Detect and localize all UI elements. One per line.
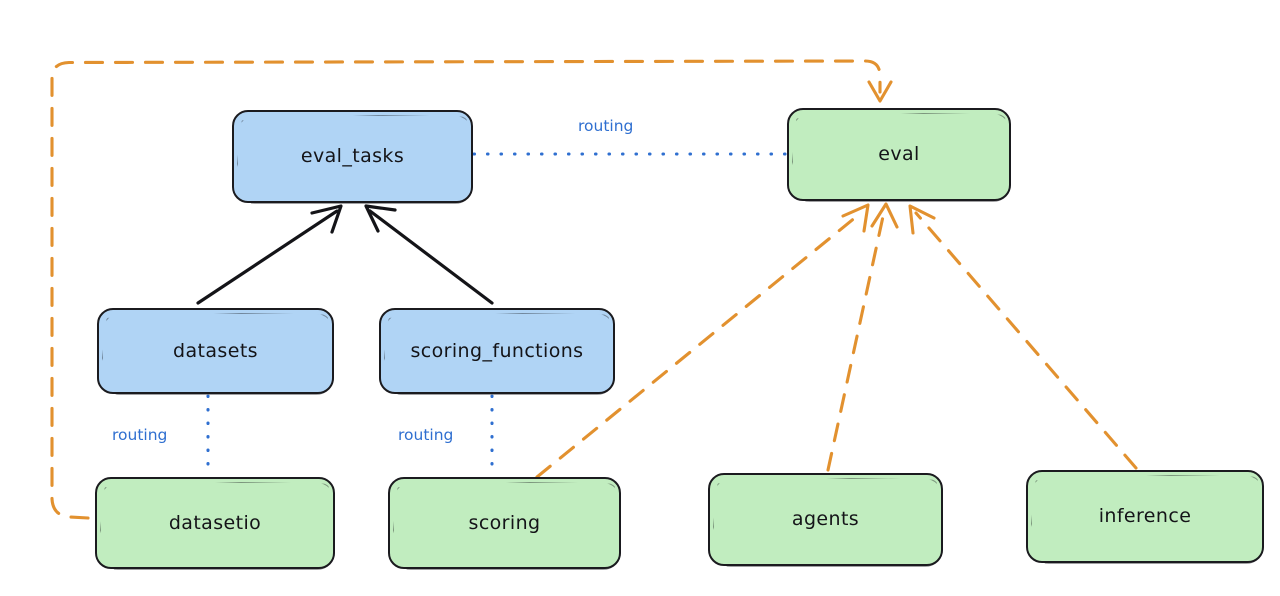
edge-datasets-to-eval_tasks <box>196 204 343 305</box>
node-label: scoring <box>468 511 541 534</box>
node-inference[interactable]: inference <box>1026 470 1264 563</box>
arrowhead <box>364 204 397 233</box>
node-agents[interactable]: agents <box>708 473 943 566</box>
edge-path <box>368 209 494 305</box>
node-scoring[interactable]: scoring <box>388 477 621 569</box>
node-label: eval <box>878 143 920 166</box>
node-label: eval_tasks <box>300 145 405 168</box>
node-label: datasets <box>173 339 258 362</box>
node-datasets[interactable]: datasets <box>97 308 334 394</box>
edge-path <box>826 210 886 472</box>
node-label: scoring_functions <box>410 339 584 362</box>
edge-agents-to-eval <box>826 202 899 472</box>
edge-path <box>914 211 1138 470</box>
arrowhead <box>867 80 893 103</box>
node-scoring-functions[interactable]: scoring_functions <box>379 308 615 394</box>
arrowhead <box>908 204 936 235</box>
arrowhead <box>870 202 899 229</box>
arrowhead <box>841 203 870 233</box>
node-eval[interactable]: eval <box>787 108 1011 201</box>
node-label: datasetio <box>168 511 262 534</box>
node-label: agents <box>791 508 860 531</box>
edge-scoring_functions-to-eval_tasks <box>364 204 494 305</box>
edge-label-routing-datasets-datasetio: routing <box>112 426 168 444</box>
node-label: inference <box>1098 505 1192 528</box>
edge-inference-to-eval <box>908 204 1138 470</box>
edge-path <box>196 209 339 305</box>
node-datasetio[interactable]: datasetio <box>95 477 335 569</box>
node-eval-tasks[interactable]: eval_tasks <box>232 110 473 203</box>
arrowhead <box>310 204 343 234</box>
edge-label-routing-scoring-functions-scoring: routing <box>398 426 454 444</box>
edge-label-routing-eval-tasks-eval: routing <box>578 117 634 135</box>
